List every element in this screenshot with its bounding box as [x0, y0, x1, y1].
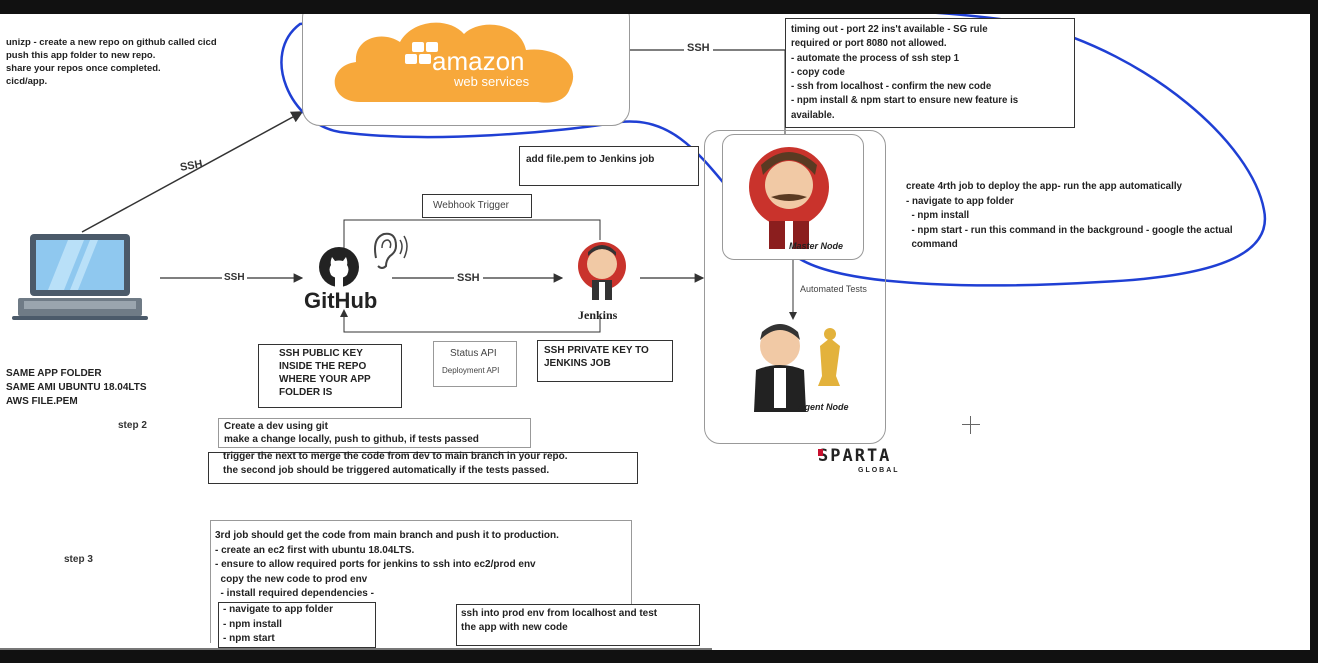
add-pem-text: add file.pem to Jenkins job: [526, 154, 655, 165]
status-api-label: Status API: [450, 348, 497, 359]
step2-box-b: trigger the next to merge the code from …: [208, 451, 638, 484]
step3-list-box: - navigate to app folder - npm install -…: [218, 602, 376, 648]
agent-node-label: Agent Node: [798, 402, 849, 412]
note-top-left: unizp - create a new repo on github call…: [6, 37, 217, 87]
step3-main-text: 3rd job should get the code from main br…: [215, 530, 559, 599]
horizontal-scrollbar[interactable]: [0, 648, 712, 650]
ssh-label-laptop: SSH: [222, 272, 247, 283]
step3-ssh-text: ssh into prod env from localhost and tes…: [461, 608, 658, 633]
note-bottom-left: SAME APP FOLDER SAME AMI UBUNTU 18.04LTS…: [6, 368, 147, 407]
ear-icon: [366, 228, 410, 272]
github-octocat-icon: [318, 246, 360, 288]
status-loop: [340, 309, 601, 333]
jenkins-master-icon: [749, 147, 829, 249]
nodes-container: [704, 130, 886, 444]
connectors: [81, 14, 1267, 630]
timing-text: timing out - port 22 ins't available - S…: [791, 24, 1019, 121]
step2-text-a: Create a dev using git make a change loc…: [224, 421, 479, 445]
ssh-public-key-text: SSH PUBLIC KEY INSIDE THE REPO WHERE YOU…: [279, 348, 371, 398]
global-text: GLOBAL: [858, 467, 900, 474]
step3-label: step 3: [64, 554, 93, 565]
step2-text-b: trigger the next to merge the code from …: [223, 451, 568, 476]
sparta-text: SPARTA: [818, 446, 892, 466]
aws-cloud-icon: amazon web services: [320, 14, 595, 114]
jenkins-icon: Jenkins: [570, 236, 634, 326]
status-api-box: Status API Deployment API: [433, 341, 517, 387]
ssh-public-key-box: SSH PUBLIC KEY INSIDE THE REPO WHERE YOU…: [258, 344, 402, 408]
master-node-label: Master Node: [789, 241, 844, 251]
ssh-label-github: SSH: [454, 272, 483, 284]
sparta-logo: SPARTA GLOBAL: [818, 446, 908, 480]
master-node-box: Master Node: [722, 134, 864, 260]
deployment-api-label: Deployment API: [442, 366, 500, 375]
step2-label: step 2: [118, 420, 147, 431]
diagram-canvas: amazon web services unizp - create a new…: [0, 14, 1310, 650]
crosshair-icon: [962, 416, 980, 434]
webhook-trigger-label: Webhook Trigger: [433, 200, 509, 211]
jenkins-agent-icon: [740, 316, 860, 420]
step3-list-text: - navigate to app folder - npm install -…: [223, 604, 334, 644]
add-pem-box: add file.pem to Jenkins job: [519, 146, 699, 186]
step2-box-a: Create a dev using git make a change loc…: [218, 418, 531, 448]
aws-amazon-text: amazon: [432, 46, 525, 76]
fourth-job-text: create 4rth job to deploy the app- run t…: [906, 181, 1233, 250]
webhook-loop: [343, 219, 601, 252]
github-wordmark: GitHub: [304, 288, 378, 313]
ssh-private-key-text: SSH PRIVATE KEY TO JENKINS JOB: [544, 345, 649, 369]
timing-box: timing out - port 22 ins't available - S…: [785, 18, 1075, 128]
ssh-label-top: SSH: [684, 42, 713, 54]
webhook-trigger-box: Webhook Trigger: [422, 194, 532, 218]
jenkins-wordmark: Jenkins: [578, 308, 618, 322]
blue-annotation-loop: [280, 14, 1267, 287]
laptop-aws-arrow: [81, 111, 304, 233]
step3-ssh-box: ssh into prod env from localhost and tes…: [456, 604, 700, 646]
laptop-icon: [12, 232, 162, 327]
automated-tests-label: Automated Tests: [800, 284, 867, 294]
ssh-private-key-box: SSH PRIVATE KEY TO JENKINS JOB: [537, 340, 673, 382]
aws-web-services-text: web services: [454, 74, 530, 89]
